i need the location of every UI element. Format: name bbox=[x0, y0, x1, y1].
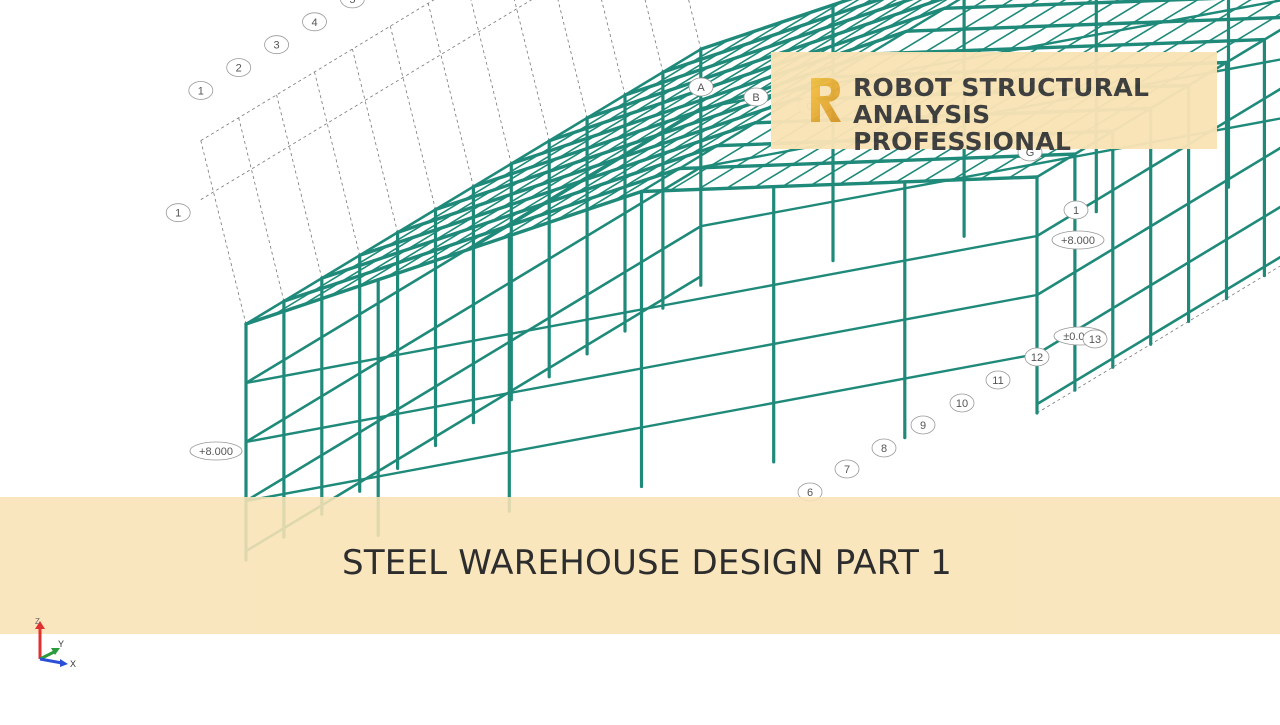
axis-x-label: X bbox=[70, 659, 76, 669]
gridline-bay bbox=[656, 0, 701, 49]
autodesk-robot-logo-icon bbox=[805, 74, 845, 126]
left-grid-label-text: 3 bbox=[274, 40, 280, 52]
front-grid-label: A bbox=[689, 78, 713, 96]
left-grid-label: 3 bbox=[265, 36, 289, 54]
right-grid-label-text: 11 bbox=[992, 375, 1003, 387]
axis-y-label: Y bbox=[58, 639, 64, 649]
corner-right-top-label-text: 1 bbox=[1073, 205, 1079, 217]
gridline-bay bbox=[428, 3, 473, 186]
video-title: STEEL WAREHOUSE DESIGN PART 1 bbox=[0, 543, 1280, 583]
axis-z-label: Z bbox=[35, 617, 40, 626]
left-grid-label: 5 bbox=[340, 0, 364, 8]
left-grid-label: 4 bbox=[303, 13, 327, 31]
brand-line-1: ROBOT STRUCTURAL bbox=[853, 74, 1217, 101]
elevation-top-left: +8.000 bbox=[190, 442, 242, 460]
corner-left-label-text: 1 bbox=[175, 208, 181, 220]
gridline-bay bbox=[352, 49, 397, 232]
right-grid-label-text: 8 bbox=[881, 443, 887, 455]
left-grid-label: 1 bbox=[189, 82, 213, 100]
gridline-bay bbox=[504, 0, 549, 141]
brand-panel: ROBOT STRUCTURAL ANALYSIS PROFESSIONAL bbox=[771, 52, 1217, 149]
elevation-top-right-text: +8.000 bbox=[1061, 235, 1095, 247]
brand-line-2: ANALYSIS PROFESSIONAL bbox=[853, 101, 1217, 155]
gridline-bay bbox=[201, 141, 246, 324]
right-grid-label: 8 bbox=[872, 439, 896, 457]
right-grid-label: 7 bbox=[835, 460, 859, 478]
title-banner: STEEL WAREHOUSE DESIGN PART 1 bbox=[0, 497, 1280, 634]
right-grid-label: 9 bbox=[911, 416, 935, 434]
right-grid-label-text: 9 bbox=[920, 420, 926, 432]
right-grid-label: 11 bbox=[986, 371, 1010, 389]
gridline-bay bbox=[580, 0, 625, 95]
elevation-top-right: +8.000 bbox=[1052, 231, 1104, 249]
left-grid-label-text: 1 bbox=[198, 86, 204, 98]
axis-triad-icon: Z Y X bbox=[32, 615, 82, 670]
gridline-bay bbox=[618, 0, 663, 72]
corner-right-bottom-label-text: 13 bbox=[1089, 334, 1101, 346]
corner-left-label: 1 bbox=[166, 204, 190, 222]
purlin bbox=[274, 40, 729, 315]
gridline-bay bbox=[466, 0, 511, 164]
corner-right-bottom-label: 13 bbox=[1083, 330, 1107, 348]
brand-title: ROBOT STRUCTURAL ANALYSIS PROFESSIONAL bbox=[853, 74, 1217, 155]
front-grid-label-text: B bbox=[752, 92, 759, 104]
left-grid-label-text: 4 bbox=[311, 17, 317, 29]
gridline-bay bbox=[390, 26, 435, 209]
right-grid-label: 12 bbox=[1025, 348, 1049, 366]
left-grid-label-text: 2 bbox=[236, 63, 242, 75]
right-grid-label: 10 bbox=[950, 394, 974, 412]
gridline-bay bbox=[315, 72, 360, 255]
right-grid-label-text: 10 bbox=[956, 398, 968, 410]
corner-right-top-label: 1 bbox=[1064, 201, 1088, 219]
gridline-bay bbox=[542, 0, 587, 118]
front-grid-label: B bbox=[744, 88, 768, 106]
right-grid-label-text: 7 bbox=[844, 464, 850, 476]
gridline-bay bbox=[277, 95, 322, 278]
front-grid-label-text: A bbox=[697, 82, 705, 94]
elevation-top-left-text: +8.000 bbox=[199, 446, 233, 458]
left-grid-label-text: 5 bbox=[349, 0, 355, 6]
left-grid-label: 2 bbox=[227, 59, 251, 77]
right-grid-label-text: 12 bbox=[1031, 352, 1043, 364]
gridline-bay bbox=[239, 118, 284, 301]
